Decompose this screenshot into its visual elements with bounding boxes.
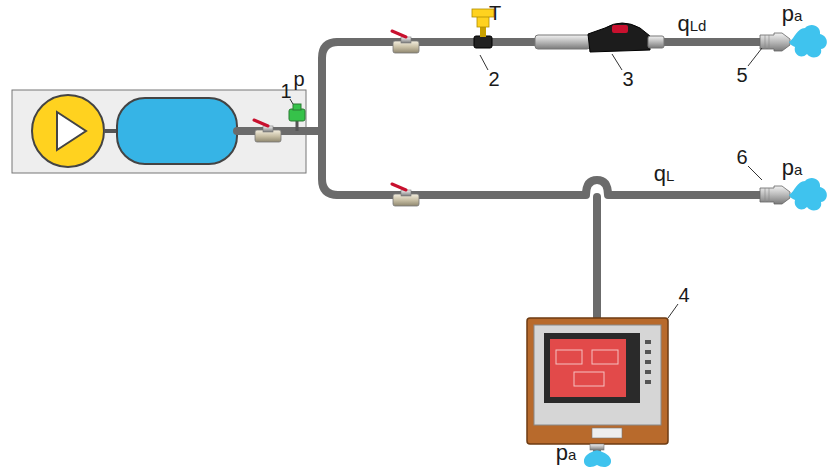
- outflow-plume: [789, 25, 827, 57]
- flow-symbol: qLd: [678, 12, 707, 36]
- valve: [392, 31, 419, 53]
- valve: [392, 184, 419, 206]
- flow-symbol: qL: [654, 162, 675, 186]
- callout-number: 5: [736, 64, 747, 86]
- callout-number: 2: [488, 68, 499, 90]
- symbol-label: T: [489, 2, 501, 24]
- pressure-symbol: pa: [782, 156, 803, 180]
- outflow-plume: [584, 450, 611, 467]
- pressure-symbol: pa: [782, 2, 803, 26]
- callout-number: 3: [622, 68, 633, 90]
- flowmeter: [588, 23, 650, 52]
- symbol-label: p: [294, 68, 305, 90]
- callout-number: 6: [736, 146, 747, 168]
- tee-fitting: [474, 36, 492, 48]
- pressure-symbol: pa: [556, 441, 577, 465]
- nozzle: [760, 33, 790, 51]
- callout-number: 1: [280, 80, 291, 102]
- leader-lines: [290, 48, 762, 318]
- outflow-plume: [789, 178, 827, 210]
- tank: [117, 98, 237, 164]
- pressure-sensor: [289, 109, 305, 121]
- flowmeter-inlet: [535, 35, 590, 49]
- pipes: [237, 42, 760, 450]
- valve: [254, 120, 281, 142]
- temperature-sensor: [477, 16, 489, 27]
- unit-housing: [12, 90, 306, 173]
- nozzle: [760, 186, 790, 204]
- measuring-device: [527, 318, 668, 444]
- callout-number: 4: [678, 284, 689, 306]
- pump: [32, 95, 104, 167]
